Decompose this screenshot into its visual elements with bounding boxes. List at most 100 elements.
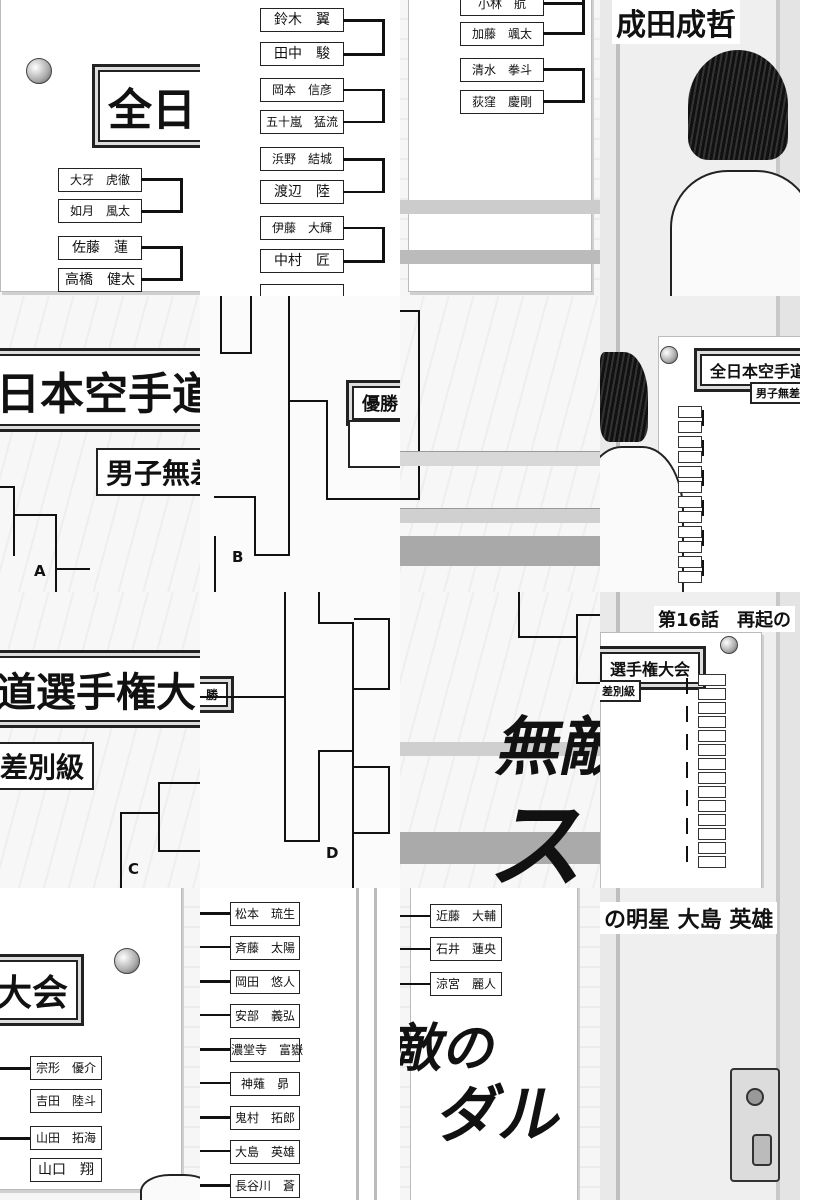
bracket-line [55, 514, 57, 592]
poster-title: 全日 [92, 64, 200, 148]
character-name-caption: の明星 大島 英雄 [600, 902, 778, 934]
bracket-line [284, 592, 286, 842]
panel-narita: 成田成哲 [600, 0, 800, 296]
mini-bracket-slot [678, 466, 702, 478]
wall-stripe [400, 200, 600, 214]
mini-bracket-slot [678, 436, 702, 448]
bracket-line [343, 158, 383, 161]
wall-stripe [400, 451, 600, 466]
bracket-line [326, 498, 400, 500]
bracket-line [343, 89, 383, 91]
poster-title: 日本空手道 [0, 348, 200, 432]
panel-poster-title-b: 日本空手道 男子無差 A [0, 296, 200, 592]
bracket-name: 渡辺 陸 [260, 180, 344, 204]
bracket-name: 大島 英雄 [230, 1140, 300, 1164]
panel-bracket-names-1: 鈴木 翼 田中 駿 岡本 信彦 五十嵐 猛流 浜野 結城 渡辺 陸 伊藤 大輝 … [200, 0, 400, 296]
bracket-line [354, 832, 390, 834]
bracket-name: 濃堂寺 富嶽 [230, 1038, 303, 1062]
panel-poster-view: 全日本空手道 男子無差 [600, 296, 800, 592]
wall-stripe [400, 250, 600, 264]
mini-bracket-line [686, 790, 688, 806]
door-handle-icon [752, 1134, 772, 1166]
mini-bracket-slot [698, 744, 726, 756]
poster-subtitle: 差別級 [0, 742, 95, 790]
bracket-line [382, 89, 385, 123]
bracket-name: 長谷川 蒼 [230, 1174, 300, 1198]
poster-subtitle: 男子無差 [96, 448, 200, 496]
mini-bracket-slot [678, 571, 702, 583]
bracket-line [0, 1137, 30, 1140]
champion-box [348, 420, 400, 468]
panel-bracket-b: B 優勝 [200, 296, 400, 592]
bracket-line [578, 682, 600, 684]
bracket-name: 小林 航 [460, 0, 544, 16]
poster-subtitle: 差別級 [600, 680, 641, 702]
bracket-line [343, 260, 383, 263]
bracket-line [343, 191, 383, 193]
bracket-name: 鬼村 拓郎 [230, 1106, 300, 1130]
bracket-name: 佐藤 蓮 [58, 236, 142, 260]
bracket-line [543, 68, 583, 71]
wall-stripe [400, 832, 600, 864]
mini-bracket-slot [698, 716, 726, 728]
bracket-line [354, 766, 390, 768]
bracket-line [200, 1150, 230, 1152]
bracket-line [318, 750, 354, 752]
bracket-line [200, 1116, 230, 1119]
poster-title: 全日本空手道 [694, 348, 800, 392]
bracket-line [14, 514, 56, 516]
bracket-line [255, 554, 289, 556]
block-letter: A [34, 562, 46, 580]
bracket-line [56, 568, 90, 570]
mini-bracket-slot [698, 814, 726, 826]
bracket-line [388, 766, 390, 834]
bracket-line [200, 1184, 230, 1187]
bracket-name: 高橋 健太 [58, 268, 142, 292]
panel-title-logo-bottom: 近藤 大輔 石井 蓮央 涼宮 麗人 敵の ダル [400, 888, 600, 1200]
bracket-line [382, 158, 385, 193]
bracket-line [288, 296, 290, 556]
bracket-line [200, 980, 230, 983]
bracket-name: 鈴木 翼 [260, 8, 344, 32]
bracket-line [318, 750, 320, 842]
bracket-line [400, 498, 420, 500]
bracket-name: 田中 駿 [260, 42, 344, 66]
bracket-line [214, 536, 216, 592]
panel-wall-c [400, 296, 600, 592]
panel-poster-title-c: 道選手権大 差別級 C [0, 592, 200, 888]
bracket-line [418, 310, 420, 500]
bracket-line [318, 592, 320, 622]
bracket-line [543, 100, 583, 103]
pushpin-icon [720, 636, 738, 654]
bracket-line [343, 19, 383, 22]
bracket-line [518, 592, 520, 638]
bracket-line [343, 227, 383, 229]
bracket-line [400, 310, 420, 312]
mini-bracket-line [686, 762, 688, 778]
bracket-line [382, 19, 385, 56]
panel-bracket-names-2: 小林 航 加藤 颯太 清水 拳斗 荻窪 慶剛 [400, 0, 600, 296]
bracket-line [158, 850, 200, 852]
bracket-name: 五十嵐 猛流 [260, 110, 344, 134]
mini-bracket-line [702, 560, 704, 576]
champion-label: 勝 [200, 676, 235, 713]
bracket-name: 岡田 悠人 [230, 970, 300, 994]
mini-bracket-line [686, 678, 688, 694]
pushpin-icon [26, 58, 52, 84]
bracket-line [543, 32, 583, 35]
bracket-line [518, 636, 578, 638]
bracket-line [400, 915, 430, 917]
bracket-line [354, 618, 390, 620]
wall-stripe [400, 742, 600, 756]
bracket-name: 清水 拳斗 [460, 58, 544, 82]
bracket-line [354, 688, 390, 690]
bracket-line [200, 1082, 230, 1084]
bracket-line [0, 486, 14, 488]
panel-bracket-names-5: 松本 琉生斉藤 太陽岡田 悠人安部 義弘濃堂寺 富嶽神薙 昴鬼村 拓郎大島 英雄… [200, 888, 400, 1200]
mini-bracket-slot [698, 842, 726, 854]
panel-chapter-title: 第16話 再起の 選手権大会 差別級 [600, 592, 800, 888]
bracket-line [543, 2, 583, 5]
mini-bracket-line [702, 470, 704, 486]
mini-bracket-slot [678, 451, 702, 463]
bracket-line [13, 486, 15, 556]
